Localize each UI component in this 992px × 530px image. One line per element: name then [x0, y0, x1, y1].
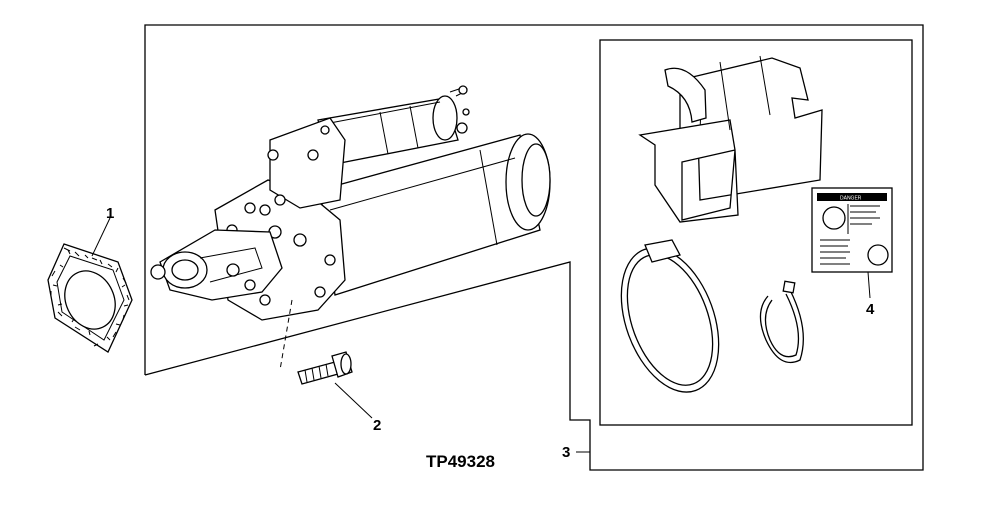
starter-motor-drawing [150, 85, 551, 321]
shields-drawing [638, 55, 823, 223]
accessory-kit-box [599, 39, 913, 426]
decal-header: DANGER [840, 196, 862, 202]
leader-1 [91, 217, 111, 257]
gasket-drawing [47, 243, 133, 353]
leader-2 [334, 382, 373, 419]
callout-3: 3 [562, 444, 570, 461]
callout-1: 1 [106, 205, 114, 222]
callout-2: 2 [373, 417, 381, 434]
figure-code: TP49328 [426, 452, 495, 471]
large-hose-clamp-drawing [620, 239, 720, 393]
cap-screw-drawing [279, 299, 353, 385]
safety-decal-drawing: DANGER [811, 187, 893, 273]
kit-boundary-outline [144, 24, 924, 471]
leader-4 [867, 271, 871, 299]
callout-4: 4 [866, 301, 875, 318]
small-clamp-drawing [759, 280, 804, 364]
